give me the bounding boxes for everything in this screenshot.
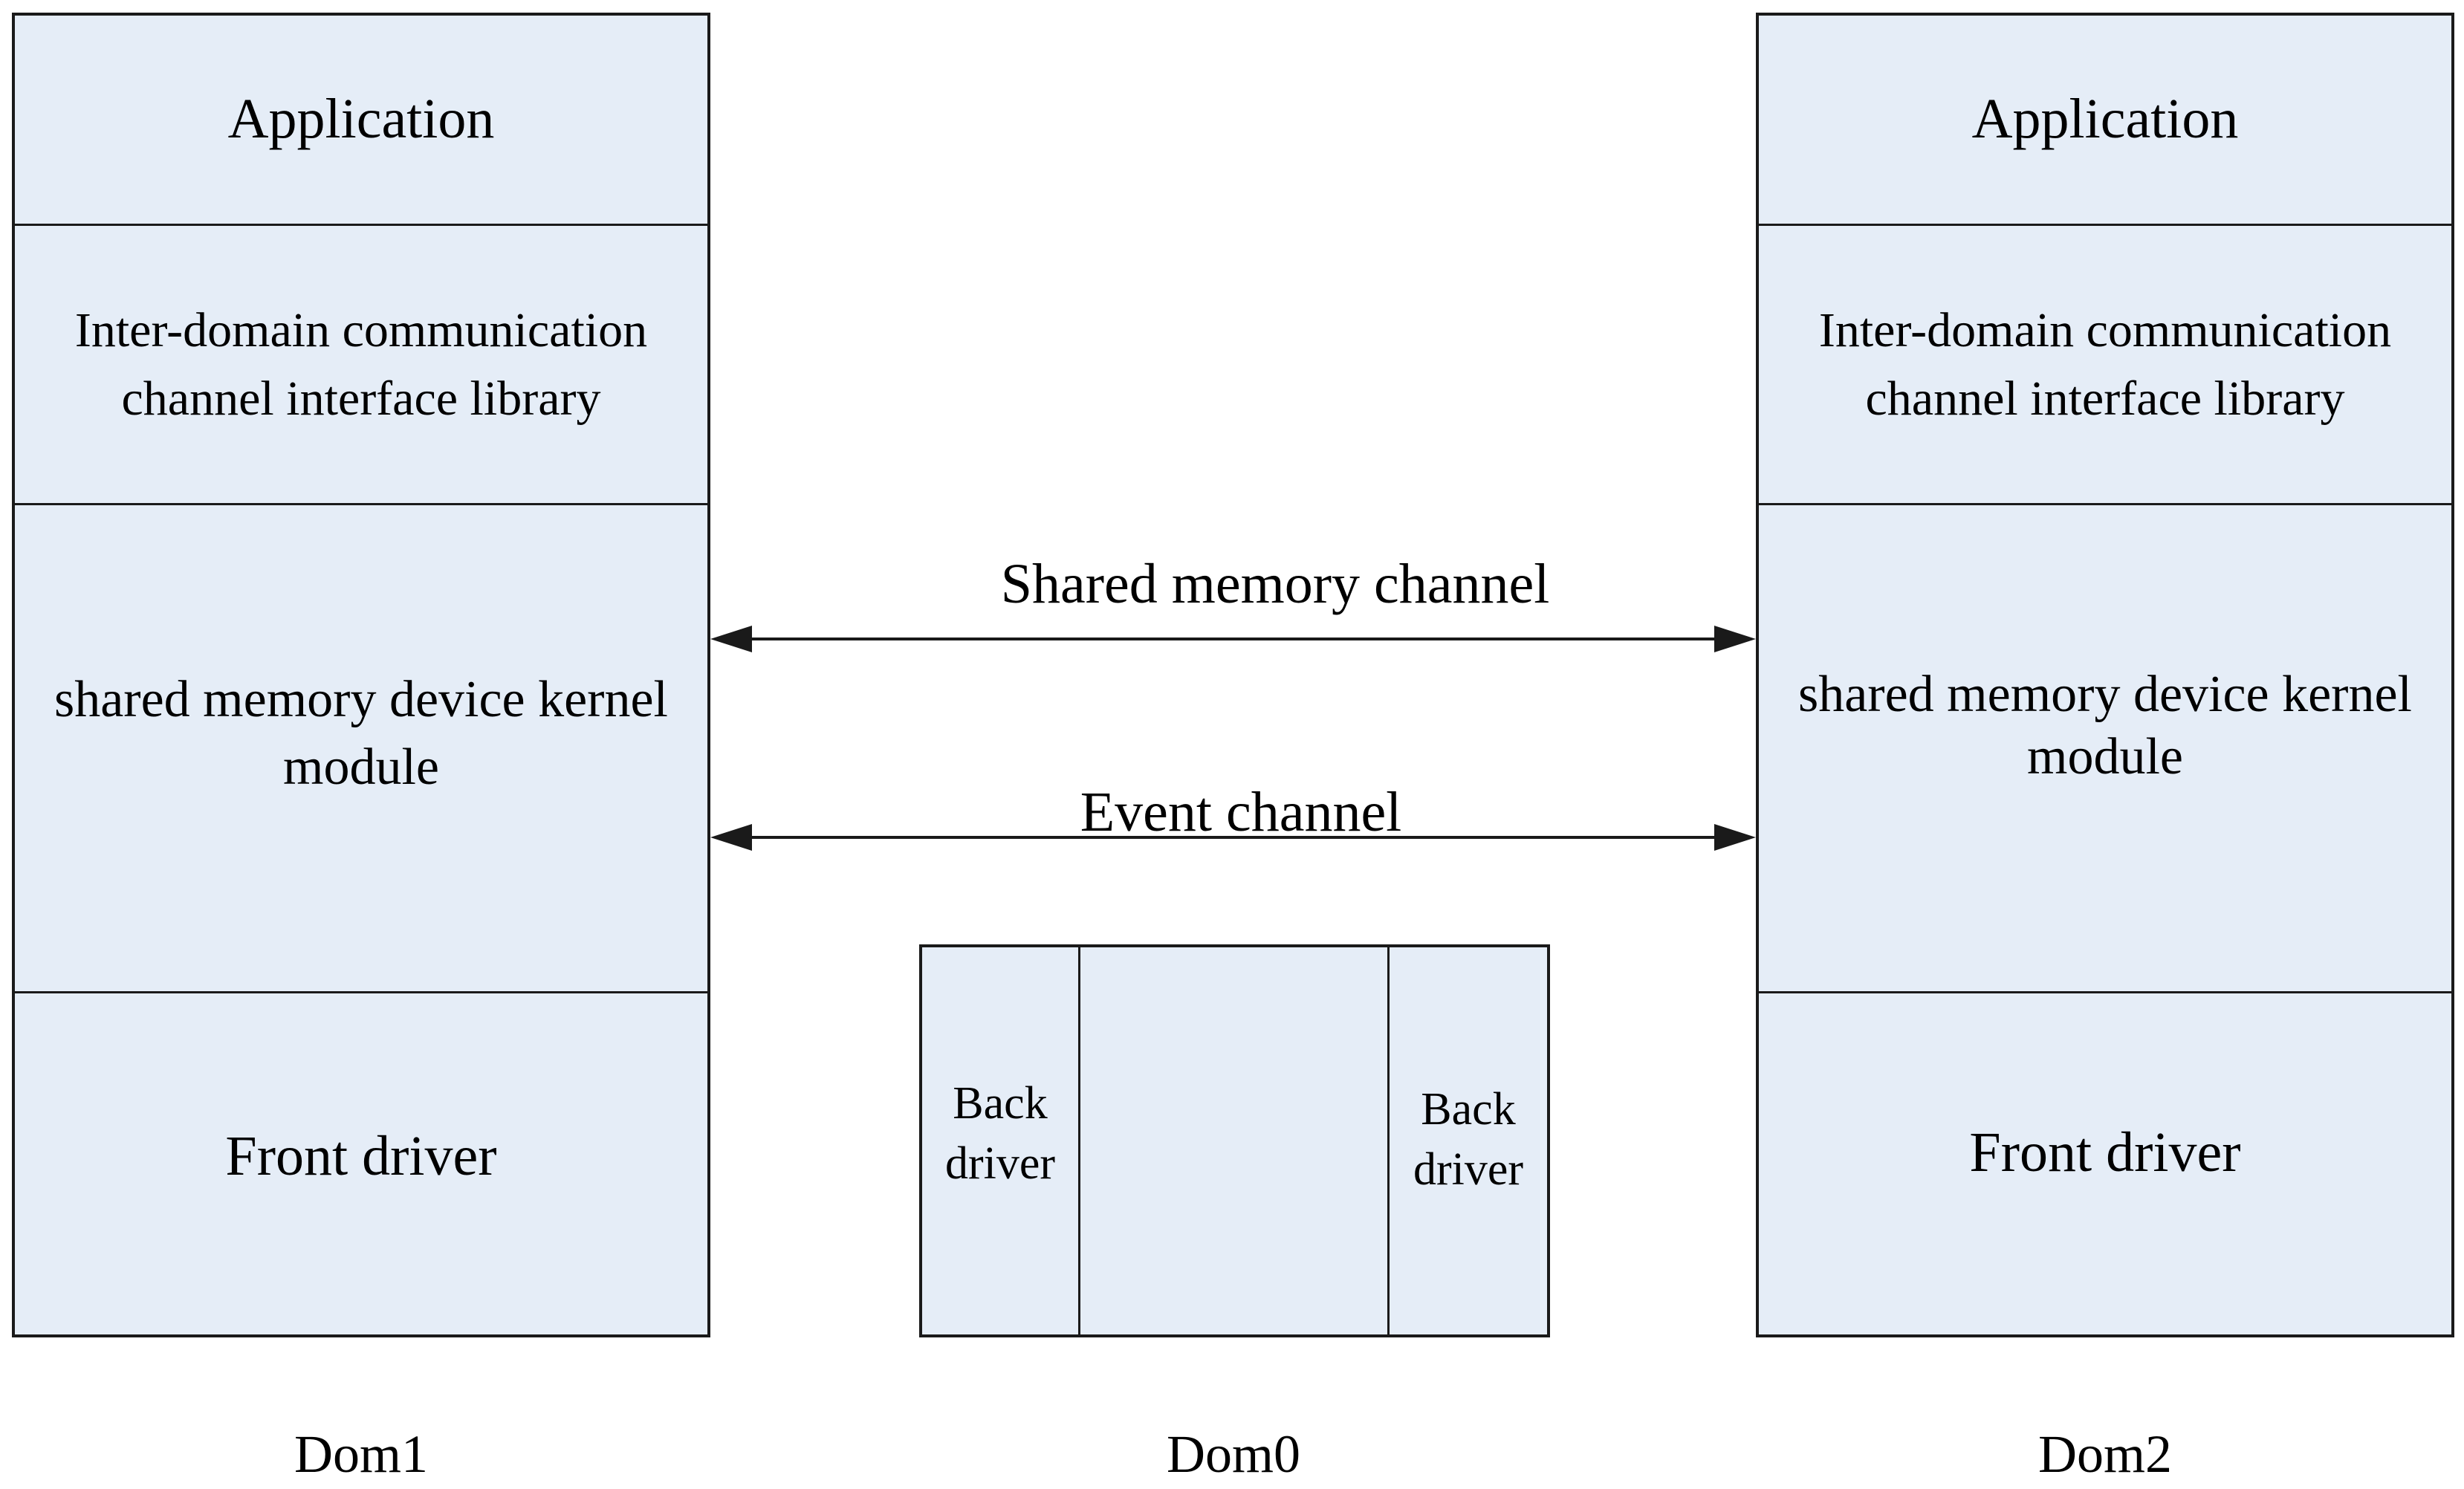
dom1-library-line1: Inter-domain communication [74, 303, 648, 358]
dom1-library-line2: channel interface library [121, 371, 601, 426]
dom1-channel-library-layer: Inter-domain communication channel inter… [15, 224, 707, 503]
shared-memory-arrowhead-left [710, 626, 752, 652]
dom2-label: Dom2 [2038, 1424, 2172, 1484]
dom2-kernel-module-layer: shared memory device kernel module [1759, 503, 2451, 991]
dom2-channel-library-layer: Inter-domain communication channel inter… [1759, 224, 2451, 503]
dom1-channel-library-text: Inter-domain communication channel inter… [75, 296, 647, 432]
dom1-kernel-module-layer: shared memory device kernel module [15, 503, 707, 991]
dom0-label: Dom0 [1167, 1424, 1300, 1484]
event-arrowhead-right [1714, 824, 1756, 851]
dom1-application-layer: Application [15, 16, 707, 224]
dom2-stack: Application Inter-domain communication c… [1756, 13, 2454, 1337]
dom0-back-right-line2: driver [1413, 1143, 1524, 1195]
dom0-back-left-line1: Back [953, 1077, 1048, 1129]
shared-memory-channel-label: Shared memory channel [1000, 553, 1550, 615]
dom1-kernel-module-text: shared memory device kernel module [54, 666, 668, 801]
dom2-front-driver-label: Front driver [1969, 1120, 2241, 1184]
dom0-back-driver-right: Back driver [1387, 947, 1547, 1334]
dom0-back-driver-left: Back driver [922, 947, 1080, 1334]
dom2-kernel-module-text: shared memory device kernel module [1798, 664, 2412, 788]
dom0-back-driver-right-text: Back driver [1413, 1080, 1523, 1199]
dom1-front-driver-layer: Front driver [15, 991, 707, 1334]
dom2-channel-library-text: Inter-domain communication channel inter… [1819, 296, 2391, 432]
event-arrowhead-left [710, 824, 752, 851]
dom1-label: Dom1 [294, 1424, 428, 1484]
dom2-front-driver-layer: Front driver [1759, 991, 2451, 1334]
shared-memory-arrow [710, 626, 1756, 652]
dom0-back-left-line2: driver [944, 1138, 1056, 1189]
dom1-kernel-line2: module [283, 739, 439, 796]
dom1-kernel-line1: shared memory device kernel [54, 671, 669, 728]
dom0-back-driver-left-text: Back driver [945, 1074, 1055, 1193]
dom2-application-label: Application [1971, 88, 2239, 151]
dom1-stack: Application Inter-domain communication c… [12, 13, 710, 1337]
dom0-middle-cell [1080, 947, 1387, 1334]
dom2-library-line1: Inter-domain communication [1818, 303, 2392, 358]
dom1-front-driver-label: Front driver [225, 1124, 497, 1187]
dom2-application-layer: Application [1759, 16, 2451, 224]
dom2-library-line2: channel interface library [1865, 371, 2345, 426]
dom0-box: Back driver Back driver [919, 944, 1550, 1337]
shared-memory-arrowhead-right [1714, 626, 1756, 652]
dom0-back-right-line1: Back [1421, 1083, 1516, 1135]
dom2-kernel-line2: module [2027, 728, 2183, 785]
event-channel-label: Event channel [1080, 781, 1402, 843]
dom1-application-label: Application [227, 88, 495, 151]
dom2-kernel-line1: shared memory device kernel [1797, 666, 2413, 723]
